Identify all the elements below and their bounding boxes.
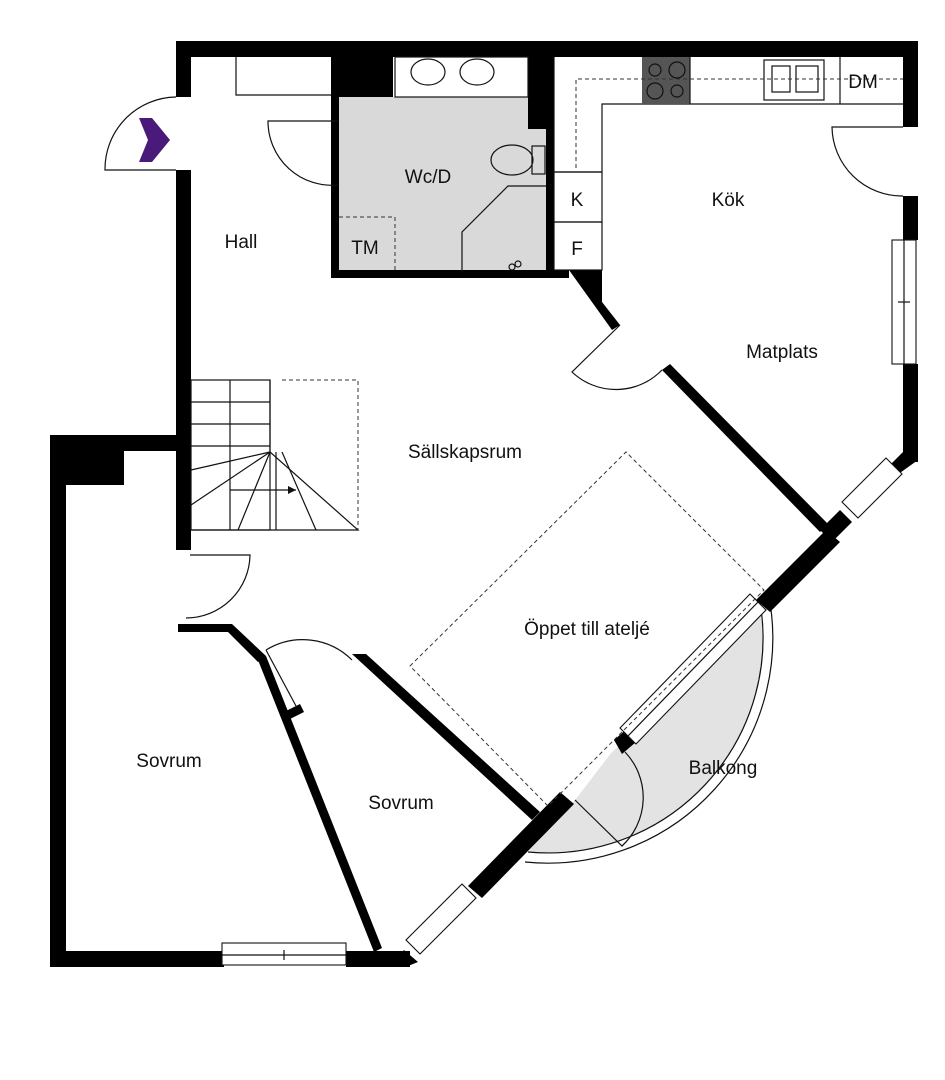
wall-wc-left-top [331,41,393,97]
wall-bottom-mid [346,951,410,967]
wall-kitchen-diag [569,270,620,330]
label-sallskapsrum: Sällskapsrum [408,442,522,463]
freezer-box [553,221,603,271]
wall-bedroom-top [178,624,266,662]
wall-bedroom-door-stub [284,704,304,720]
label-tm: TM [351,238,378,259]
wall-wc-left [331,97,339,277]
label-hall: Hall [225,232,258,253]
wall-wc-right-top [528,41,554,129]
label-f: F [571,239,583,260]
label-sovrum-mid: Sovrum [368,793,433,814]
door-sovrum-mid[interactable] [265,639,353,707]
door-living-kitchen[interactable] [571,324,663,391]
wall-outer-diag-4 [468,792,574,898]
wall-kitchen-living [662,364,828,532]
wall-wc-bottom [331,270,569,278]
wall-wc-right [546,129,554,278]
upper-cabinet-dashed [575,78,903,168]
open-to-atelier [409,451,765,807]
label-oppet: Öppet till ateljé [524,619,650,640]
sink-kitchen-icon [763,59,825,101]
hall-shelf [235,57,331,96]
wc-floor [338,97,548,272]
label-wc: Wc/D [405,167,451,188]
label-matplats: Matplats [746,342,818,363]
label-k: K [571,190,584,211]
balcony-outline [524,591,774,864]
window-diag-2 [405,883,477,955]
door-sovrum-left[interactable] [185,554,251,619]
balcony-outline-inner [527,601,764,854]
door-balkong[interactable] [574,751,644,847]
sink-icon-2 [459,58,495,86]
shower-outline [461,185,546,272]
tm-dashed [339,216,396,270]
wall-hall-left [176,170,191,550]
stair-dashed [282,379,359,530]
window-diag-1 [841,457,903,519]
door-wc[interactable] [267,120,339,186]
label-dm: DM [848,72,878,93]
wall-right-mid [903,196,918,240]
door-kitchen[interactable] [831,126,904,197]
washbasin-counter [394,56,529,98]
wall-right-top [903,41,918,127]
wall-sovrum-living [352,654,540,820]
label-kok: Kök [712,190,745,211]
wall-hall-left-top [176,41,191,97]
wall-bedroom-divider [258,656,382,952]
shower-tap [508,260,522,271]
sink-icon [410,58,446,86]
wall-left [50,435,66,967]
label-balkong: Balkong [689,758,758,779]
door-entrance[interactable] [104,96,177,171]
wall-bottom-left [50,951,224,967]
entrance-arrow-icon [139,118,170,162]
stove-icon [642,57,690,104]
toilet-icon [490,144,546,176]
wall-outer-diag-2 [756,530,840,612]
wall-right-low [903,364,918,462]
label-sovrum-left: Sovrum [136,751,201,772]
staircase [190,379,360,531]
